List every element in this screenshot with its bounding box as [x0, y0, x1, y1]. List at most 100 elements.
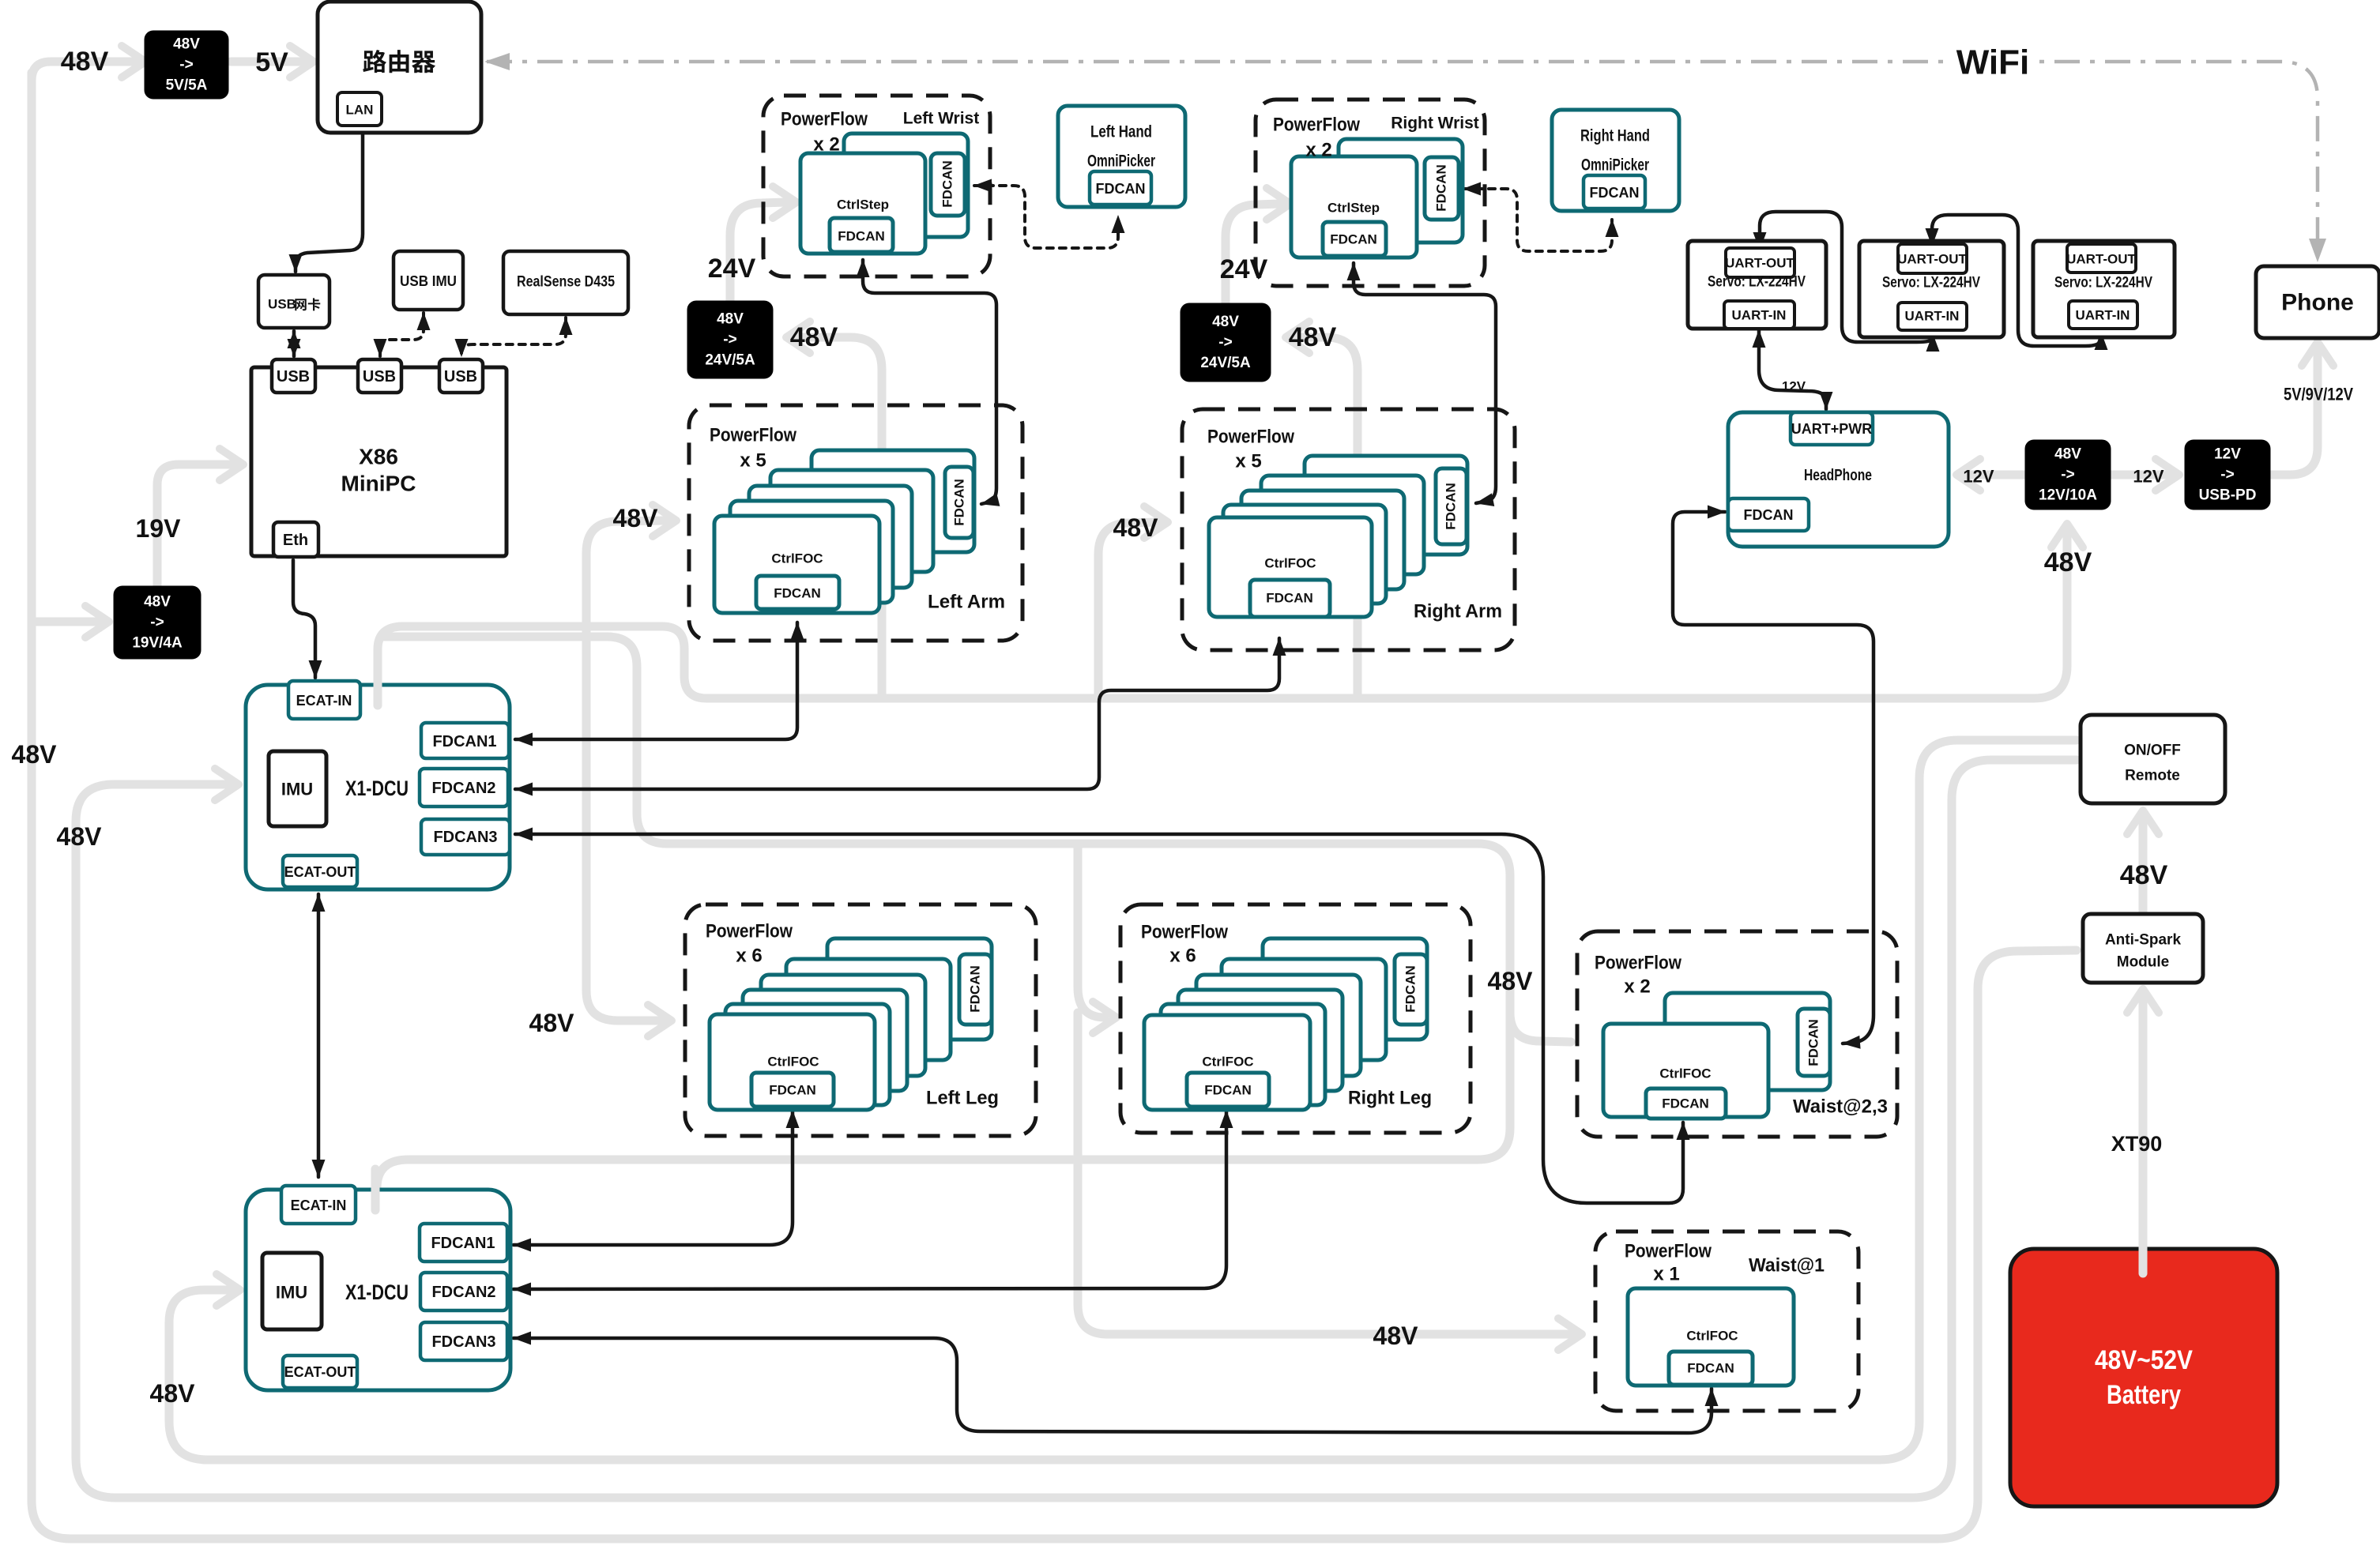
svg-text:48V: 48V — [529, 1009, 575, 1037]
svg-text:FDCAN: FDCAN — [774, 586, 821, 601]
svg-text:Servo: LX-224HV: Servo: LX-224HV — [2054, 275, 2152, 291]
svg-text:->: -> — [179, 57, 193, 73]
svg-text:USB-PD: USB-PD — [2199, 487, 2257, 504]
svg-text:UART-IN: UART-IN — [1732, 308, 1787, 323]
svg-text:Left Leg: Left Leg — [926, 1088, 999, 1109]
svg-text:CtrlStep: CtrlStep — [1327, 201, 1380, 216]
svg-text:5V/9V/12V: 5V/9V/12V — [2284, 385, 2353, 404]
svg-text:48V: 48V — [613, 504, 659, 532]
svg-text:48V: 48V — [2054, 446, 2081, 463]
svg-text:CtrlFOC: CtrlFOC — [1202, 1055, 1253, 1070]
svg-text:Battery: Battery — [2107, 1380, 2181, 1410]
svg-text:Remote: Remote — [2125, 768, 2180, 784]
svg-text:FDCAN: FDCAN — [1662, 1096, 1709, 1111]
svg-text:PowerFlow: PowerFlow — [706, 921, 793, 942]
svg-text:->: -> — [2061, 467, 2074, 483]
svg-text:48V: 48V — [717, 311, 744, 328]
svg-text:ECAT-IN: ECAT-IN — [291, 1198, 347, 1213]
svg-text:FDCAN: FDCAN — [769, 1083, 816, 1098]
svg-text:PowerFlow: PowerFlow — [781, 109, 868, 130]
svg-text:x 6: x 6 — [736, 946, 762, 967]
svg-text:UART+PWR: UART+PWR — [1791, 421, 1873, 437]
svg-text:24V/5A: 24V/5A — [1200, 355, 1251, 371]
svg-text:x 6: x 6 — [1169, 946, 1196, 967]
svg-text:x 5: x 5 — [740, 450, 766, 472]
svg-text:USB: USB — [277, 368, 310, 385]
svg-text:PowerFlow: PowerFlow — [1273, 115, 1360, 136]
svg-text:FDCAN2: FDCAN2 — [431, 1284, 495, 1301]
svg-text:FDCAN: FDCAN — [1266, 591, 1313, 606]
svg-text:x 2: x 2 — [813, 134, 839, 156]
svg-text:->: -> — [723, 332, 736, 348]
svg-text:Left Wrist: Left Wrist — [903, 110, 979, 128]
svg-text:FDCAN: FDCAN — [1434, 164, 1449, 212]
svg-text:USB: USB — [444, 368, 477, 385]
svg-text:PowerFlow: PowerFlow — [1141, 922, 1228, 943]
svg-text:->: -> — [1218, 334, 1232, 351]
svg-text:ECAT-OUT: ECAT-OUT — [284, 1364, 356, 1380]
svg-text:USB IMU: USB IMU — [400, 273, 457, 289]
svg-text:->: -> — [150, 615, 164, 631]
svg-text:FDCAN: FDCAN — [968, 965, 983, 1013]
svg-text:PowerFlow: PowerFlow — [1625, 1241, 1712, 1262]
svg-text:UART-OUT: UART-OUT — [1897, 252, 1967, 267]
svg-text:FDCAN1: FDCAN1 — [432, 733, 496, 750]
svg-text:UART-OUT: UART-OUT — [1725, 256, 1794, 271]
svg-text:x 2: x 2 — [1305, 140, 1331, 161]
svg-text:X1-DCU: X1-DCU — [345, 776, 409, 800]
svg-text:24V/5A: 24V/5A — [705, 352, 755, 369]
svg-text:CtrlFOC: CtrlFOC — [1659, 1066, 1711, 1081]
svg-text:XT90: XT90 — [2111, 1132, 2163, 1156]
svg-text:OmniPicker: OmniPicker — [1581, 156, 1649, 175]
svg-text:UART-OUT: UART-OUT — [2066, 252, 2136, 267]
svg-text:Right Arm: Right Arm — [1414, 601, 1502, 622]
svg-text:PowerFlow: PowerFlow — [1207, 427, 1294, 448]
svg-text:Left Hand: Left Hand — [1090, 123, 1152, 141]
svg-text:12V: 12V — [2133, 467, 2163, 487]
svg-text:48V: 48V — [173, 36, 200, 53]
svg-text:USB: USB — [268, 297, 296, 312]
svg-text:X1-DCU: X1-DCU — [345, 1280, 409, 1304]
svg-text:Eth: Eth — [283, 532, 308, 549]
svg-text:FDCAN: FDCAN — [952, 479, 967, 526]
svg-text:FDCAN: FDCAN — [940, 160, 955, 208]
svg-text:Right Leg: Right Leg — [1348, 1088, 1432, 1109]
svg-text:Left Arm: Left Arm — [928, 592, 1005, 613]
svg-text:FDCAN: FDCAN — [1330, 232, 1377, 247]
svg-text:Right Hand: Right Hand — [1580, 127, 1650, 145]
svg-text:48V: 48V — [1212, 314, 1239, 330]
svg-text:Waist@2,3: Waist@2,3 — [1793, 1096, 1888, 1118]
svg-text:48V: 48V — [61, 47, 109, 77]
svg-text:19V/4A: 19V/4A — [132, 635, 183, 652]
svg-text:CtrlFOC: CtrlFOC — [1264, 556, 1316, 571]
svg-text:5V: 5V — [255, 47, 288, 77]
svg-text:Module: Module — [2117, 954, 2170, 971]
svg-text:FDCAN3: FDCAN3 — [431, 1333, 495, 1351]
svg-text:48V: 48V — [144, 594, 171, 611]
svg-text:FDCAN3: FDCAN3 — [433, 829, 497, 846]
svg-text:RealSense D435: RealSense D435 — [517, 274, 615, 291]
svg-text:MiniPC: MiniPC — [341, 472, 416, 496]
svg-text:IMU: IMU — [281, 780, 313, 799]
svg-text:12V/10A: 12V/10A — [2039, 487, 2097, 504]
svg-text:FDCAN: FDCAN — [838, 229, 885, 244]
svg-text:Phone: Phone — [2281, 290, 2354, 316]
svg-text:48V: 48V — [1289, 322, 1337, 352]
svg-text:UART-IN: UART-IN — [2076, 308, 2130, 323]
svg-text:FDCAN: FDCAN — [1403, 965, 1418, 1013]
svg-text:FDCAN: FDCAN — [1687, 1361, 1734, 1376]
svg-text:PowerFlow: PowerFlow — [710, 425, 796, 446]
svg-text:Servo: LX-224HV: Servo: LX-224HV — [1708, 274, 1806, 291]
svg-text:FDCAN: FDCAN — [1806, 1019, 1821, 1066]
svg-text:48V: 48V — [57, 822, 103, 851]
svg-text:FDCAN: FDCAN — [1744, 507, 1794, 523]
svg-text:48V: 48V — [12, 740, 58, 769]
svg-text:WiFi: WiFi — [1956, 43, 2029, 82]
svg-text:FDCAN: FDCAN — [1444, 483, 1459, 530]
svg-text:FDCAN: FDCAN — [1096, 181, 1146, 197]
svg-text:X86: X86 — [359, 445, 398, 469]
svg-text:12V: 12V — [1963, 467, 1994, 487]
svg-text:Servo: LX-224HV: Servo: LX-224HV — [1882, 275, 1980, 291]
svg-text:CtrlStep: CtrlStep — [837, 197, 889, 212]
svg-text:48V: 48V — [2120, 860, 2168, 890]
